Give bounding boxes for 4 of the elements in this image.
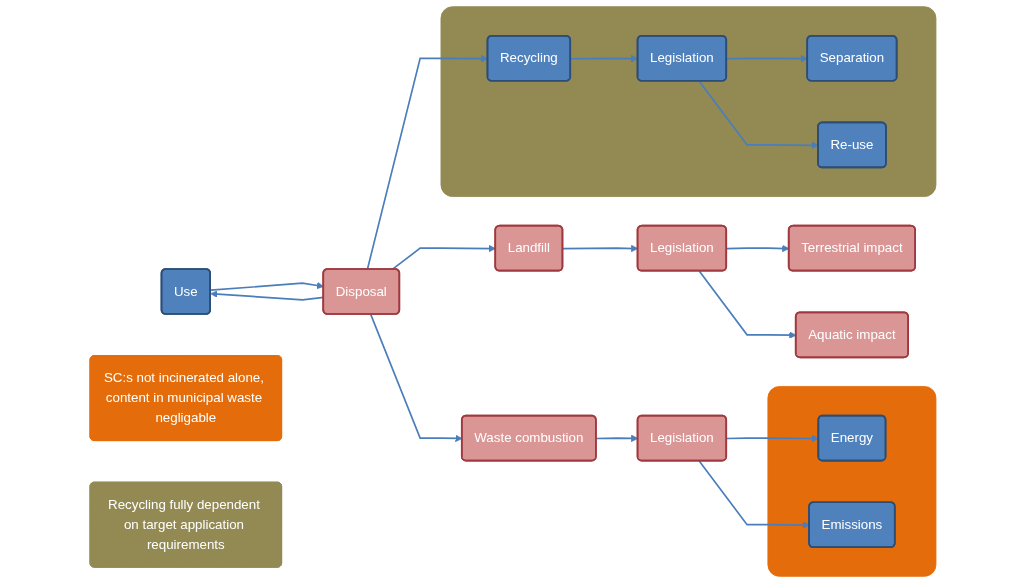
cluster bbox=[767, 386, 937, 577]
arrow bbox=[391, 244, 496, 271]
arrow bbox=[698, 460, 810, 529]
cluster bbox=[440, 6, 937, 197]
